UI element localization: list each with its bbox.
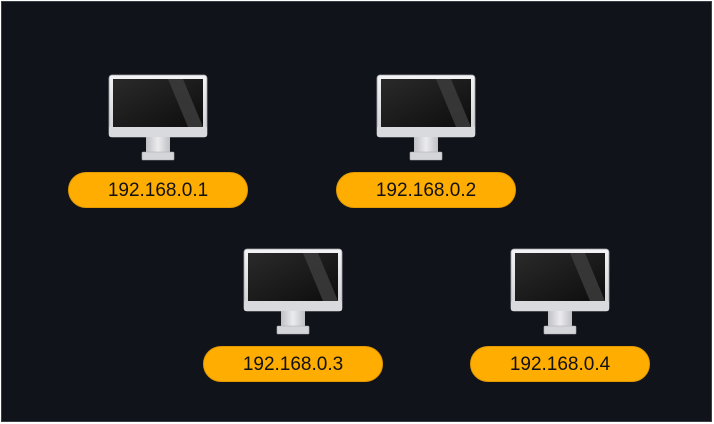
network-node-2: 192.168.0.2 <box>336 74 516 214</box>
network-node-4: 192.168.0.4 <box>470 248 650 388</box>
desktop-monitor-icon <box>376 74 476 164</box>
ip-label: 192.168.0.2 <box>336 172 516 208</box>
desktop-monitor-icon <box>243 248 343 338</box>
ip-label: 192.168.0.3 <box>203 346 383 382</box>
ip-label: 192.168.0.4 <box>470 346 650 382</box>
network-node-3: 192.168.0.3 <box>203 248 383 388</box>
network-node-1: 192.168.0.1 <box>68 74 248 214</box>
desktop-monitor-icon <box>108 74 208 164</box>
ip-label: 192.168.0.1 <box>68 172 248 208</box>
desktop-monitor-icon <box>510 248 610 338</box>
